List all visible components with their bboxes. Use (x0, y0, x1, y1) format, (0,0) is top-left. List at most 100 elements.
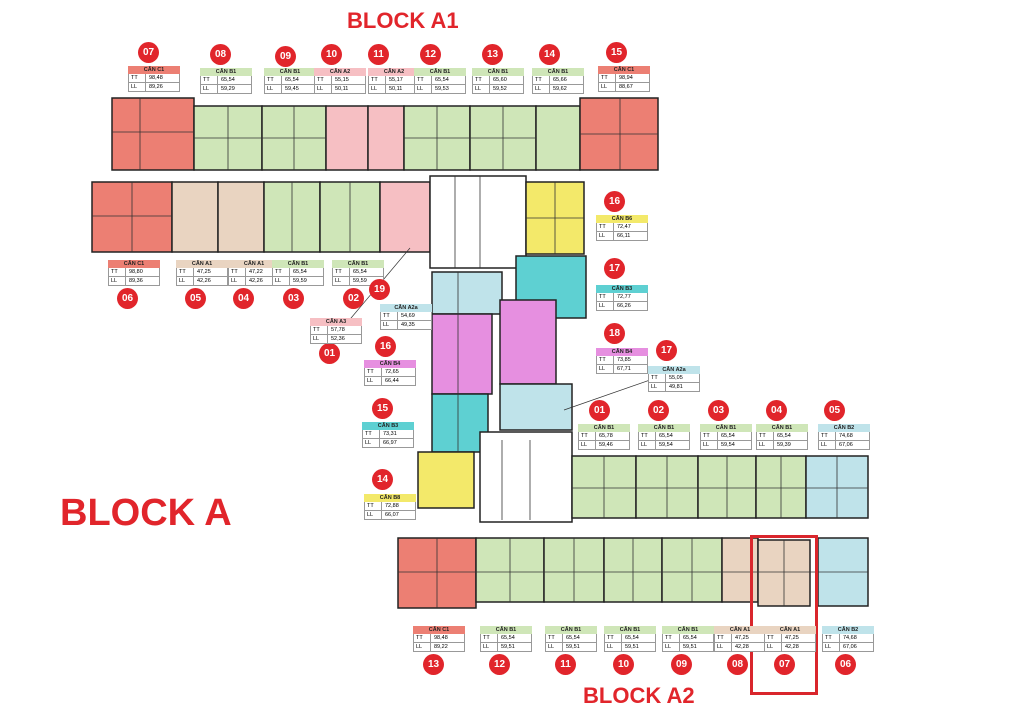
unit-type-label: CĂN B3 (596, 285, 648, 293)
ll-key: LL (129, 83, 146, 91)
tt-value: 98,80 (129, 269, 143, 275)
ll-key: LL (597, 232, 614, 240)
room-partitions (92, 98, 868, 608)
ll-value: 59,29 (221, 86, 235, 92)
unit-type-label: CĂN A2a (648, 366, 700, 374)
tt-key: TT (177, 268, 194, 276)
unit-type-label: CĂN A2 (314, 68, 366, 76)
unit-number-badge: 18 (604, 323, 625, 344)
tt-value: 47,25 (785, 635, 799, 641)
ll-key: LL (177, 277, 194, 285)
ll-key: LL (363, 439, 380, 447)
unit-number-badge: 01 (319, 343, 340, 364)
unit-number-badge: 17 (656, 340, 677, 361)
unit-number-badge: 15 (606, 42, 627, 63)
tt-key: TT (415, 76, 432, 84)
tt-value: 65,54 (353, 269, 367, 275)
tt-value: 47,22 (249, 269, 263, 275)
unit-type-label: CĂN B1 (578, 424, 630, 432)
unit-type-label: CĂN B4 (596, 348, 648, 356)
ll-value: 50,11 (335, 86, 349, 92)
ll-value: 59,45 (285, 86, 299, 92)
ll-value: 59,51 (566, 644, 580, 650)
tt-key: TT (365, 502, 382, 510)
tt-value: 47,25 (197, 269, 211, 275)
tt-key: TT (715, 634, 732, 642)
ll-key: LL (414, 643, 431, 651)
ll-key: LL (823, 643, 840, 651)
unit-type-label: CĂN C1 (108, 260, 160, 268)
tt-value: 65,54 (721, 433, 735, 439)
unit-number-badge: 08 (727, 654, 748, 675)
tt-key: TT (663, 634, 680, 642)
tt-value: 55,15 (335, 77, 349, 83)
tt-key: TT (823, 634, 840, 642)
ll-key: LL (533, 85, 550, 93)
unit-type-label: CĂN A2a (380, 304, 432, 312)
block-a1-title: BLOCK A1 (347, 8, 459, 33)
ll-key: LL (311, 335, 328, 343)
ll-key: LL (315, 85, 332, 93)
ll-key: LL (273, 277, 290, 285)
tt-value: 65,78 (599, 433, 613, 439)
ll-value: 66,44 (385, 378, 399, 384)
tt-key: TT (701, 432, 718, 440)
tt-value: 74,68 (843, 635, 857, 641)
tt-key: TT (273, 268, 290, 276)
unit-number-badge: 16 (375, 336, 396, 357)
ll-value: 66,07 (385, 512, 399, 518)
tower-core (417, 255, 587, 523)
tt-key: TT (579, 432, 596, 440)
tt-key: TT (757, 432, 774, 440)
tt-key: TT (639, 432, 656, 440)
tt-key: TT (315, 76, 332, 84)
tt-value: 65,54 (285, 77, 299, 83)
unit-number-badge: 19 (369, 279, 390, 300)
unit-type-label: CĂN A1 (176, 260, 228, 268)
unit-type-label: CĂN B1 (700, 424, 752, 432)
unit-type-label: CĂN B1 (200, 68, 252, 76)
ll-key: LL (415, 85, 432, 93)
unit-number-badge: 03 (708, 400, 729, 421)
ll-value: 49,81 (669, 384, 683, 390)
ll-value: 89,36 (129, 278, 143, 284)
unit-number-badge: 16 (604, 191, 625, 212)
ll-value: 59,39 (777, 442, 791, 448)
tt-key: TT (597, 223, 614, 231)
tt-key: TT (363, 430, 380, 438)
unit-number-badge: 15 (372, 398, 393, 419)
ll-key: LL (715, 643, 732, 651)
ll-key: LL (597, 302, 614, 310)
block-a2-title: BLOCK A2 (583, 683, 695, 708)
unit-type-label: CĂN A1 (764, 626, 816, 634)
tt-key: TT (473, 76, 490, 84)
tt-value: 57,78 (331, 327, 345, 333)
tt-key: TT (265, 76, 282, 84)
tt-value: 65,54 (625, 635, 639, 641)
unit-type-label: CĂN A1 (228, 260, 280, 268)
unit-number-badge: 08 (210, 44, 231, 65)
tt-value: 65,54 (501, 635, 515, 641)
ll-key: LL (365, 377, 382, 385)
tt-key: TT (129, 74, 146, 82)
unit-number-badge: 14 (539, 44, 560, 65)
tt-value: 54,69 (401, 313, 415, 319)
ll-value: 59,54 (659, 442, 673, 448)
unit-type-label: CĂN A2 (368, 68, 420, 76)
unit-number-badge: 03 (283, 288, 304, 309)
unit-number-badge: 09 (275, 46, 296, 67)
ll-key: LL (819, 441, 836, 449)
tt-value: 65,54 (683, 635, 697, 641)
ll-key: LL (597, 365, 614, 373)
